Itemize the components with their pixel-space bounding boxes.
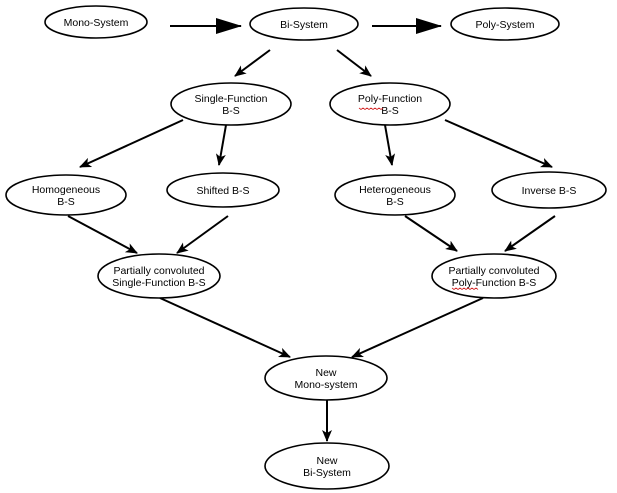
node-label: Poly-Function B-S [452, 277, 537, 289]
node-label: Shifted B-S [196, 185, 249, 197]
node-label: B-S [57, 196, 75, 208]
node-label: Mono-System [64, 17, 129, 29]
node-bi-system: Bi-System [249, 7, 359, 41]
node-ellipse [264, 355, 388, 401]
arrow-bi-system-to-single-function-bs [234, 49, 271, 77]
node-ellipse [166, 172, 280, 208]
node-label: Bi-System [303, 467, 351, 479]
node-label: B-S [381, 105, 399, 117]
node-inverse-bs: Inverse B-S [491, 171, 607, 209]
arrow-inverse-bs-to-partially-convoluted-poly [504, 215, 556, 252]
node-ellipse [431, 253, 557, 299]
node-ellipse [491, 171, 607, 209]
node-label: Single-Function [195, 93, 268, 105]
arrow-partially-convoluted-single-to-new-mono-system [159, 297, 291, 358]
node-label: Bi-System [280, 19, 328, 31]
arrow-single-function-bs-to-homogeneous-bs [79, 119, 184, 168]
arrow-heterogeneous-bs-to-partially-convoluted-poly [404, 215, 458, 252]
node-ellipse [450, 7, 560, 41]
node-label: Poly-System [476, 19, 535, 31]
node-ellipse [334, 174, 456, 216]
node-ellipse [329, 82, 451, 126]
node-ellipse [44, 5, 148, 39]
node-ellipse [5, 174, 127, 216]
node-label: Heterogeneous [359, 184, 431, 196]
node-ellipse [264, 442, 390, 490]
node-label: New [315, 367, 336, 379]
node-label: New [316, 455, 337, 467]
node-mono-system: Mono-System [44, 5, 148, 39]
node-ellipse [249, 7, 359, 41]
node-ellipse [170, 82, 292, 126]
node-label: Mono-system [294, 379, 357, 391]
arrow-partially-convoluted-poly-to-new-mono-system [351, 297, 484, 358]
node-label: B-S [222, 105, 240, 117]
spellcheck-squiggle [451, 287, 479, 290]
node-label: Poly-Function [358, 93, 422, 105]
edges-layer [67, 18, 556, 442]
node-ellipse [97, 253, 221, 299]
arrow-single-function-bs-to-shifted-bs [215, 124, 227, 166]
spellcheck-squiggle [358, 107, 384, 110]
node-poly-system: Poly-System [450, 7, 560, 41]
node-label: Inverse B-S [522, 185, 577, 197]
arrow-poly-function-bs-to-heterogeneous-bs [384, 124, 396, 166]
arrow-bi-system-to-poly-function-bs [336, 49, 372, 77]
node-label: Single-Function B-S [112, 277, 205, 289]
node-label: Homogeneous [32, 184, 100, 196]
arrow-poly-function-bs-to-inverse-bs [444, 119, 553, 168]
node-label: Partially convoluted [448, 265, 539, 277]
arrow-homogeneous-bs-to-partially-convoluted-single [67, 215, 138, 254]
arrow-shifted-bs-to-partially-convoluted-single [176, 215, 229, 254]
node-label: Partially convoluted [113, 265, 204, 277]
node-shifted-bs: Shifted B-S [166, 172, 280, 208]
node-label: B-S [386, 196, 404, 208]
